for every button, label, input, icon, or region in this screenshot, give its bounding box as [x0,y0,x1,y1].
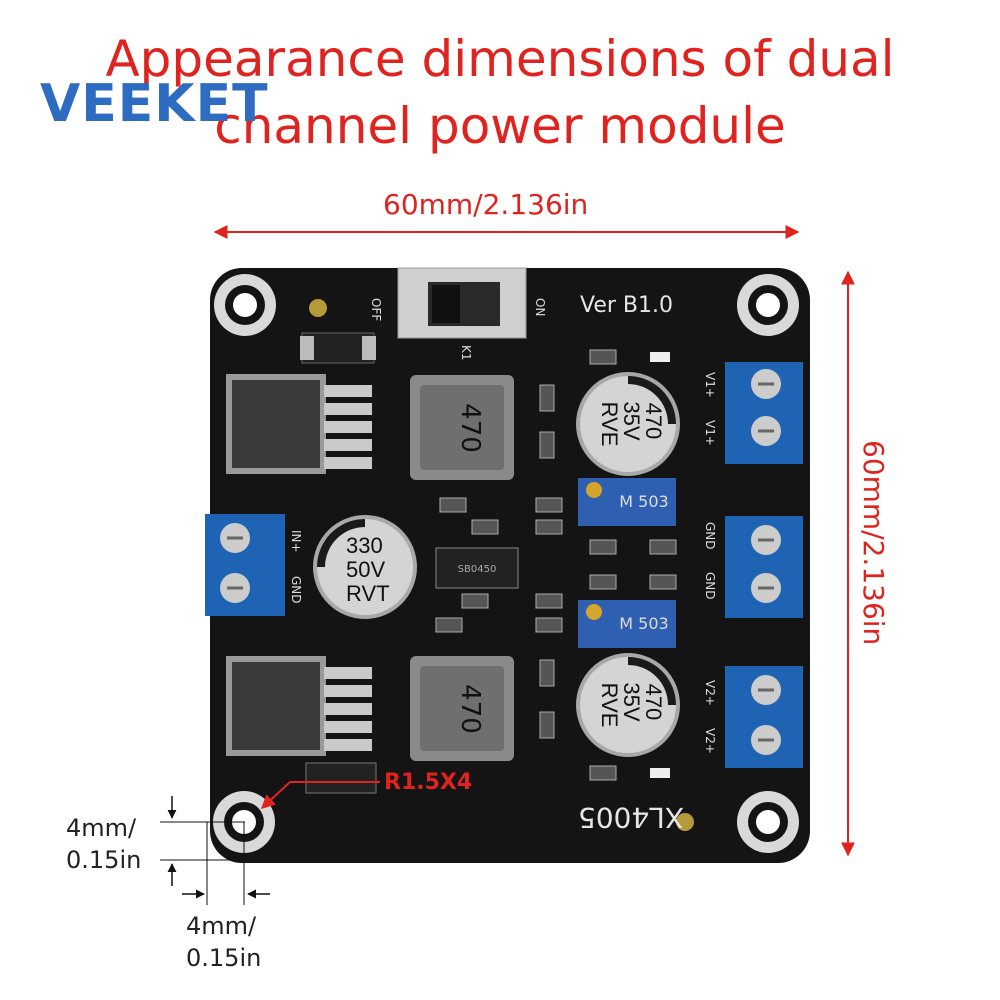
switch-off-label: OFF [369,298,383,321]
cap-voltage: 35V [619,682,644,721]
input-plus-label: IN+ [289,530,303,553]
smd-part [439,497,467,513]
mounting-hole-top-left [214,274,276,336]
smd-part [539,384,555,412]
inductor-label: 470 [455,684,485,734]
hole-vertical-label: 4mm/ 0.15in [66,812,141,876]
hole-horizontal-line2: 0.15in [186,944,262,972]
cap-series: RVE [597,683,622,728]
smd-part [649,574,677,590]
brand-logo: VEEKET [40,74,269,134]
cap-value: 470 [641,684,666,721]
gnd-label: GND [703,572,717,600]
terminal-block-v2 [725,666,803,768]
hole-vertical-line1: 4mm/ [66,814,137,842]
test-pad [309,299,327,317]
terminal-block-input [205,514,285,616]
regulator-bottom [226,656,372,756]
output-capacitor-bottom [576,653,680,757]
version-label: Ver B1.0 [580,293,673,318]
svg-text:470 35V RVE: 470 35V RVE [597,401,666,446]
hole-radius-label: R1.5X4 [384,770,473,795]
v1-plus-label: V1+ [703,420,717,446]
title-line-1: Appearance dimensions of dual [105,30,895,88]
pot-label: M 503 [619,492,668,511]
smd-part [435,617,463,633]
v2-plus-label: V2+ [703,728,717,754]
hole-horizontal-line1: 4mm/ [186,912,257,940]
title-line-2: channel power module [214,97,786,155]
smd-part [539,431,555,459]
mounting-hole-top-right [737,274,799,336]
pot-label: M 503 [619,614,668,633]
switch-ref-label: K1 [459,345,473,361]
terminal-block-v1 [725,362,803,464]
cap-value: 330 [346,533,383,558]
diode-label: SB0450 [458,564,497,575]
smd-part [461,593,489,609]
smd-part [535,617,563,633]
svg-text:330 50V RVT: 330 50V RVT [346,533,391,606]
input-capacitor [313,515,417,619]
v1-plus-label: V1+ [703,372,717,398]
output-capacitor-top [576,372,680,476]
gnd-label: GND [703,522,717,550]
diode [435,547,519,589]
inductor-bottom: 470 [410,656,514,761]
led [650,352,670,362]
smd-part [471,519,499,535]
smd-part [535,497,563,513]
smd-part [535,519,563,535]
height-dimension-label: 60mm/2.136in [857,440,890,646]
smd-part [535,593,563,609]
smd-part [589,765,617,781]
test-pad [676,813,694,831]
v2-plus-label: V2+ [703,680,717,706]
cap-voltage: 35V [619,401,644,440]
hole-horizontal-label: 4mm/ 0.15in [186,910,261,974]
smd-part [649,539,677,555]
width-dimension-label: 60mm/2.136in [383,188,589,221]
smd-chip [305,762,377,794]
potentiometer-bottom: M 503 [578,600,676,648]
smd-part [539,711,555,739]
switch-on-label: ON [533,298,547,316]
input-gnd-label: GND [289,576,303,604]
inductor-label: 470 [455,403,485,453]
terminal-block-gnd [725,516,803,618]
smd-part [589,574,617,590]
mounting-hole-bottom-right [737,791,799,853]
smd-part [539,659,555,687]
slide-switch [397,267,527,339]
cap-value: 470 [641,403,666,440]
cap-series: RVE [597,402,622,447]
smd-part [589,539,617,555]
led [650,768,670,778]
smd-part [589,349,617,365]
hole-vertical-line2: 0.15in [66,846,142,874]
svg-text:470 35V RVE: 470 35V RVE [597,682,666,727]
cap-voltage: 50V [346,557,385,582]
cap-series: RVT [346,581,390,606]
chip-label: XL4005 [578,801,684,834]
inductor-top: 470 [410,375,514,480]
potentiometer-top: M 503 [578,478,676,526]
regulator-top [226,374,372,474]
